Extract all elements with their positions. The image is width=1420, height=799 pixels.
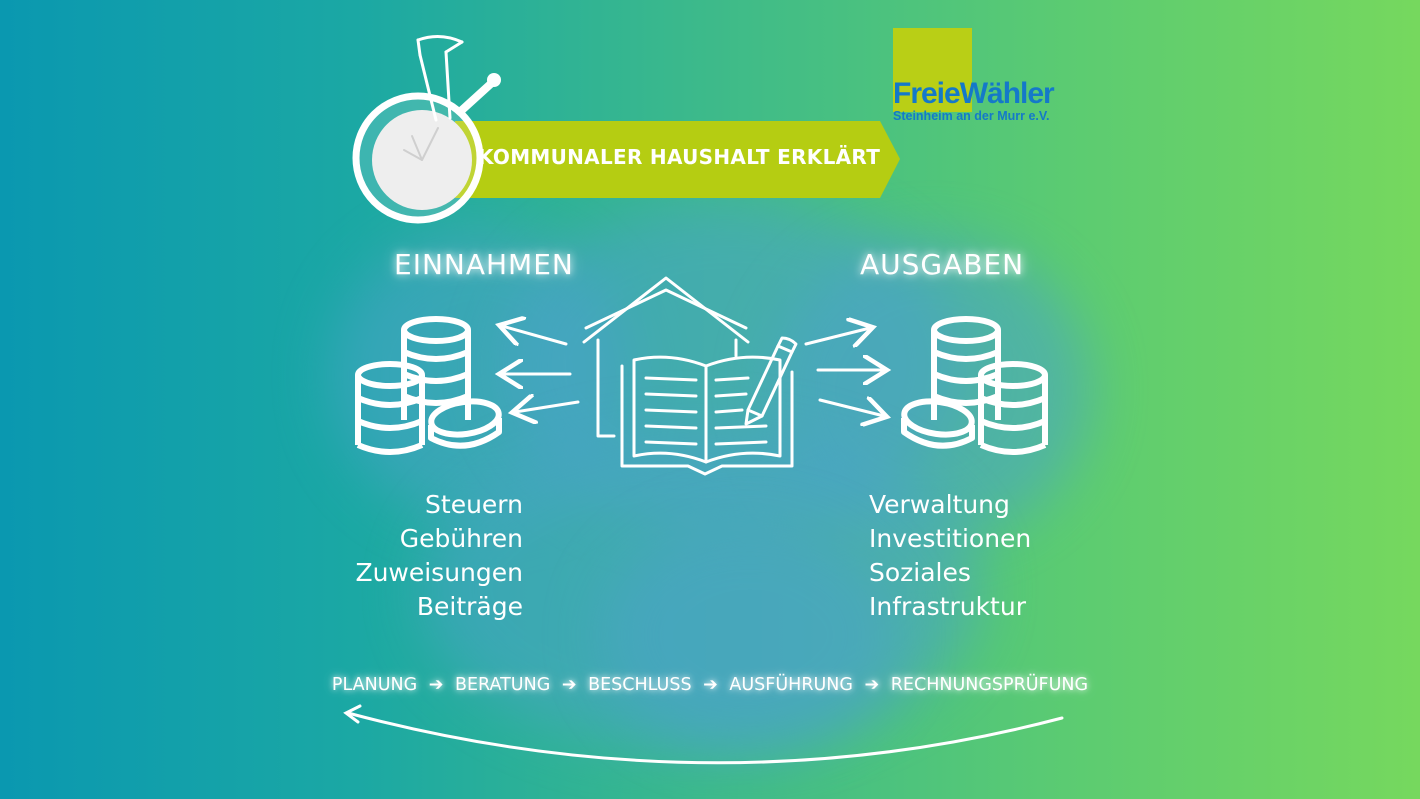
list-item: Gebühren xyxy=(399,524,523,553)
banner-title: KOMMUNALER HAUSHALT ERKLÄRT xyxy=(478,145,881,169)
logo-square xyxy=(893,28,972,112)
process-step: RECHNUNGSPRÜFUNG xyxy=(890,675,1089,695)
income-heading: EINNAHMEN xyxy=(394,248,574,281)
process-step: AUSFÜHRUNG xyxy=(729,675,853,695)
logo-subtitle: Steinheim an der Murr e.V. xyxy=(893,109,1050,123)
arrow-right-icon: ➔ xyxy=(703,675,718,695)
list-item: Steuern xyxy=(425,490,523,519)
process-steps: PLANUNG ➔ BERATUNG ➔ BESCHLUSS ➔ AUSFÜHR… xyxy=(0,675,1420,695)
arrow-right-icon: ➔ xyxy=(561,675,577,695)
logo-name: FreieWähler xyxy=(893,77,1055,110)
process-step: PLANUNG xyxy=(331,675,418,695)
arrow-right-icon: ➔ xyxy=(864,675,880,695)
arrow-right-icon: ➔ xyxy=(428,675,444,695)
list-item: Soziales xyxy=(869,558,971,587)
list-item: Verwaltung xyxy=(869,490,1010,519)
list-item: Beiträge xyxy=(416,592,523,621)
expenses-heading: AUSGABEN xyxy=(860,248,1025,281)
process-step: BERATUNG xyxy=(454,675,551,695)
process-step: BESCHLUSS xyxy=(588,675,692,695)
list-item: Zuweisungen xyxy=(355,558,523,587)
cloud-shape xyxy=(600,520,900,750)
expenses-list: Verwaltung Investitionen Soziales Infras… xyxy=(869,488,1089,624)
title-banner xyxy=(455,121,900,198)
list-item: Infrastruktur xyxy=(869,592,1026,621)
list-item: Investitionen xyxy=(869,524,1032,553)
income-list: Steuern Gebühren Zuweisungen Beiträge xyxy=(323,488,523,624)
